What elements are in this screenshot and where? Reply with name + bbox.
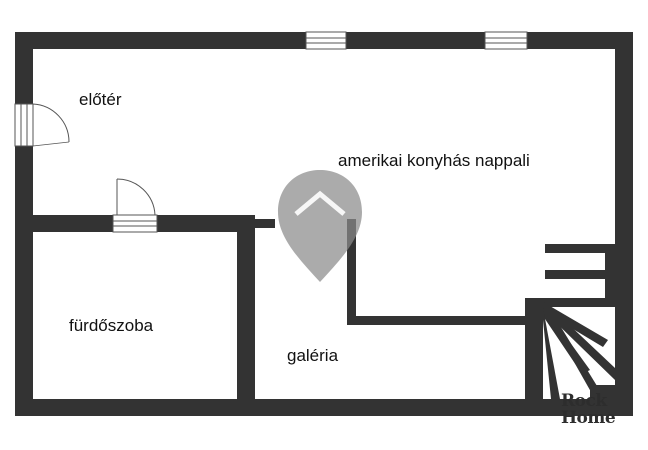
wall-right [615,32,633,416]
stair-riser [605,244,615,307]
wall-gallery-post [347,219,356,325]
brand-line-2: Home [561,408,616,428]
stair-step-2 [545,270,615,279]
stair-step-1 [545,244,615,253]
wall-bath-right [237,215,255,416]
stair-step-4 [543,302,608,347]
window-top-2 [484,31,528,50]
interior-walls [15,215,543,416]
window-top-1 [305,31,347,50]
wall-stair-left [525,298,543,416]
room-label-gallery: galéria [287,346,339,365]
outer-walls [15,32,633,416]
wall-bottom [15,399,633,416]
wall-gallery-rail [347,316,525,325]
stair-step-8 [548,306,605,399]
stair-step-3 [543,298,615,307]
room-label-bathroom: fürdőszoba [69,316,154,335]
watermark-logo [278,170,362,282]
room-label-eloter: előtér [79,90,122,109]
wall-mid-left [15,215,113,232]
room-label-living-room: amerikai konyhás nappali [338,151,530,170]
stair-bottom-block [590,385,615,399]
stair-step-7 [545,302,615,380]
staircase [543,244,615,399]
bathroom-door [112,178,158,233]
wall-mid-right [157,215,255,232]
wall-mid-stub [255,219,275,228]
brand-line-1: Rock [561,391,607,411]
entrance-door [14,103,70,147]
stair-step-6 [543,308,560,399]
brand-logo: Rock Home [561,391,616,428]
